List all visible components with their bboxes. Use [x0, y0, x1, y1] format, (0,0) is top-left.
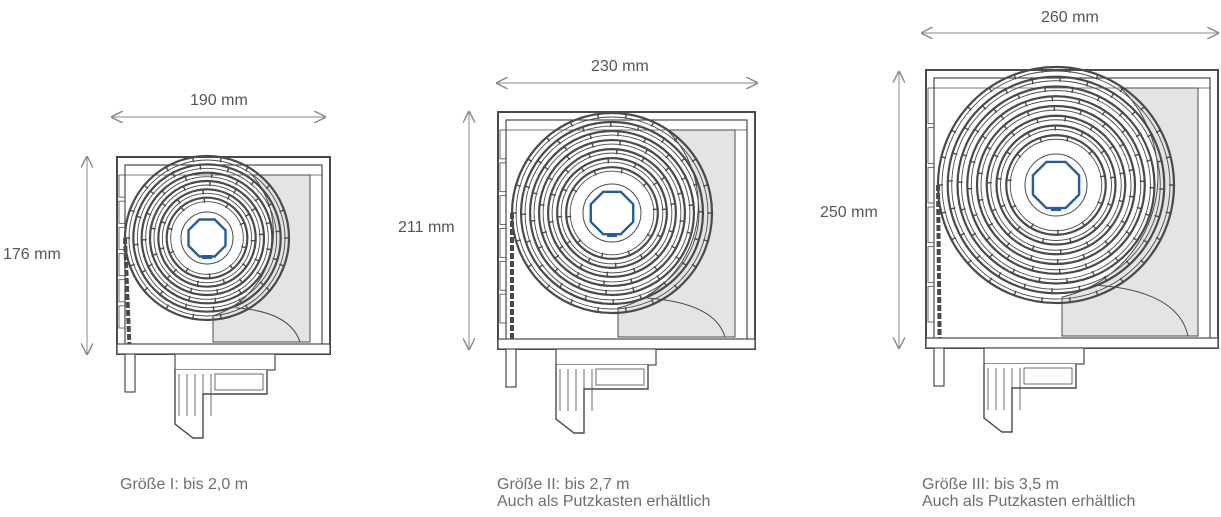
axle-octagon — [589, 190, 635, 236]
box3-width-label: 260 mm — [1039, 9, 1101, 27]
box2-caption-line2: Auch als Putzkasten erhältlich — [497, 493, 711, 510]
box1-caption-line1: Größe I: bis 2,0 m — [120, 476, 249, 493]
box3-height-label: 250 mm — [818, 204, 880, 222]
window-frame-profile — [555, 365, 649, 434]
box1-height-label: 176 mm — [1, 246, 63, 264]
box2-caption-line1: Größe II: bis 2,7 m — [497, 476, 630, 493]
guide-rail — [933, 345, 945, 387]
box3-caption-line1: Größe III: bis 3,5 m — [922, 476, 1059, 493]
box2-width-label: 230 mm — [589, 58, 651, 76]
shutter-box-3 — [899, 33, 1219, 433]
bottom-rail — [497, 338, 756, 350]
box3-caption-line2: Auch als Putzkasten erhältlich — [922, 493, 1136, 510]
window-frame-top — [983, 347, 1085, 365]
window-frame-top — [174, 353, 276, 371]
shutter-box-2 — [469, 83, 757, 434]
insulation-area — [617, 129, 736, 338]
box1-width-label: 190 mm — [188, 92, 250, 110]
box2-height-label: 211 mm — [396, 219, 457, 237]
guide-rail — [505, 346, 517, 388]
guide-rail — [124, 351, 136, 393]
window-frame-profile — [983, 364, 1077, 433]
axle-octagon — [187, 218, 227, 258]
window-frame-profile — [174, 370, 268, 439]
window-frame-top — [555, 348, 657, 366]
bottom-rail — [925, 337, 1219, 349]
bottom-rail — [116, 343, 331, 355]
axle-octagon — [1031, 160, 1081, 210]
shutter-box-1 — [87, 117, 331, 439]
